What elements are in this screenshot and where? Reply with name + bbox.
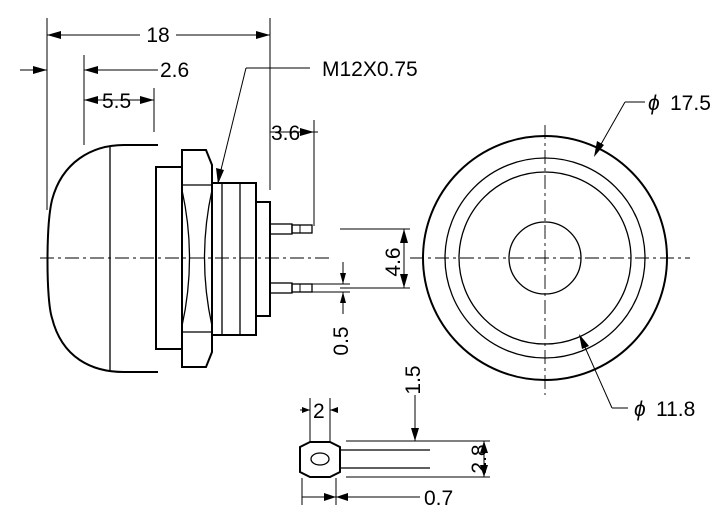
terminal-width-label: 2 bbox=[313, 400, 325, 423]
cap-dome bbox=[46, 144, 158, 373]
terminal-length-label: 3.6 bbox=[271, 122, 300, 145]
dim-terminal-height: 2.8 bbox=[346, 440, 491, 478]
dim-bezel-depth: 2.6 bbox=[20, 55, 189, 145]
dim-hole-height: 1.5 bbox=[346, 365, 425, 442]
terminal-outline bbox=[299, 441, 341, 478]
terminal-hole bbox=[310, 452, 330, 466]
dim-thread-callout: M12X0.75 bbox=[216, 58, 418, 184]
terminal-spacing-label: 4.6 bbox=[382, 247, 405, 276]
threaded-body bbox=[211, 182, 257, 336]
terminal-thickness-label: 0.5 bbox=[330, 326, 353, 355]
hex-nut bbox=[181, 149, 213, 368]
terminal-bottom bbox=[269, 282, 313, 294]
hole-height-label: 1.5 bbox=[402, 365, 425, 394]
front-view bbox=[410, 125, 690, 395]
dim-hole-offset: 0.7 bbox=[301, 478, 453, 510]
thread-label: M12X0.75 bbox=[322, 58, 418, 81]
dim-outer-diameter: ϕ 17.5 bbox=[594, 92, 711, 157]
dim-overall-length: 18 bbox=[46, 18, 271, 210]
dim-terminal-spacing: 4.6 bbox=[340, 228, 410, 289]
outer-diameter-label: 17.5 bbox=[670, 92, 711, 115]
terminal-height-label: 2.8 bbox=[468, 444, 491, 473]
outer-diameter-symbol: ϕ bbox=[648, 92, 660, 115]
bezel-depth-label: 2.6 bbox=[160, 59, 189, 82]
inner-diameter-label: 11.8 bbox=[656, 398, 695, 421]
dim-cap-height: 5.5 bbox=[84, 88, 155, 132]
dim-terminal-width: 2 bbox=[300, 398, 338, 442]
terminal-top bbox=[269, 223, 313, 235]
dim-inner-diameter: ϕ 11.8 bbox=[579, 334, 695, 421]
hole-offset-label: 0.7 bbox=[424, 487, 453, 510]
side-view bbox=[40, 144, 330, 373]
back-flange bbox=[255, 201, 271, 317]
dim-terminal-length: 3.6 bbox=[270, 120, 318, 226]
cap-height-label: 5.5 bbox=[102, 90, 131, 113]
inner-diameter-symbol: ϕ bbox=[634, 398, 646, 421]
dim-terminal-thickness: 0.5 bbox=[312, 262, 353, 356]
overall-length-label: 18 bbox=[146, 24, 169, 47]
terminal-detail bbox=[299, 441, 430, 478]
